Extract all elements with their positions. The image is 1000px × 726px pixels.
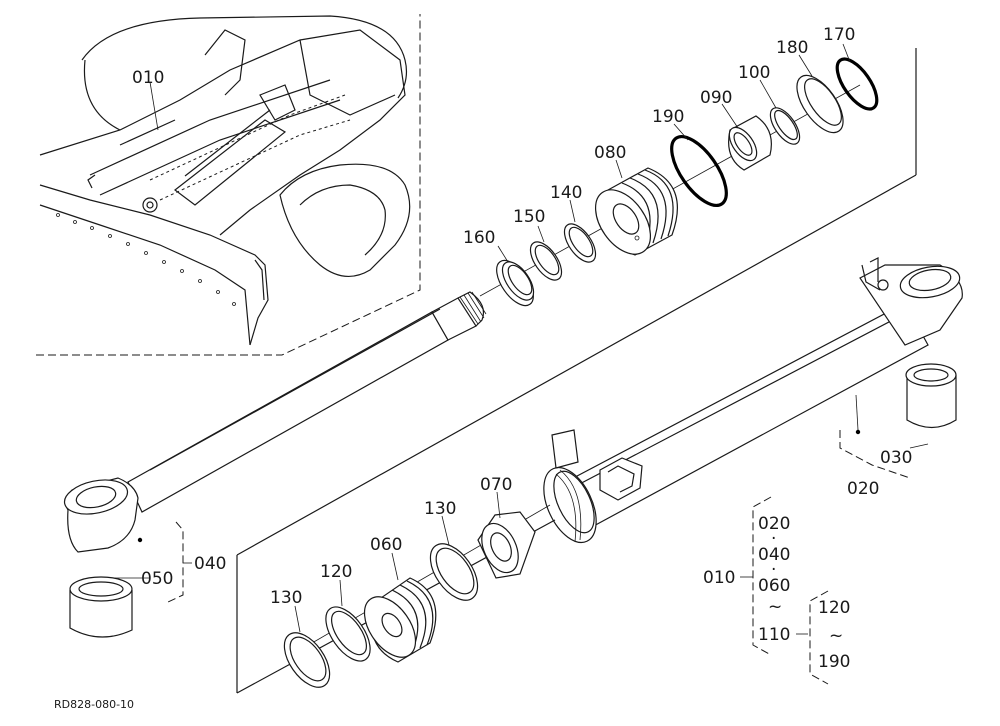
callout-120: 120 xyxy=(320,562,352,582)
assembly-key-parent: 010 xyxy=(703,568,735,588)
machine-inset xyxy=(36,14,421,356)
part-170-o-ring xyxy=(835,57,879,111)
assembly-key-sub-range: ~ xyxy=(829,626,843,646)
callout-060: 060 xyxy=(370,535,402,555)
callout-140: 140 xyxy=(550,183,582,203)
part-120-ring xyxy=(325,606,371,662)
part-090-bushing xyxy=(728,115,772,171)
part-100-ring xyxy=(769,107,801,145)
upper-frame-diagonal xyxy=(236,174,917,556)
callout-100: 100 xyxy=(738,63,770,83)
callout-180: 180 xyxy=(776,38,808,58)
assembly-key-member-3: 060 xyxy=(758,576,790,596)
part-080-cylinder-head xyxy=(594,167,678,256)
part-160-wiper xyxy=(496,259,535,307)
assembly-key-sub-2: 190 xyxy=(818,652,850,672)
inset-border xyxy=(36,14,421,356)
callout-160: 160 xyxy=(463,228,495,248)
callout-070: 070 xyxy=(480,475,512,495)
callout-050: 050 xyxy=(141,569,173,589)
part-030-bushing xyxy=(905,363,957,429)
assembly-key-member-2: 040 xyxy=(758,545,790,565)
blade-holes xyxy=(56,213,236,306)
assembly-key-member-1: 020 xyxy=(758,514,790,534)
callout-150: 150 xyxy=(513,207,545,227)
part-130-ring-lower xyxy=(283,632,331,688)
assembly-key-sub-1: 120 xyxy=(818,598,850,618)
callout-170: 170 xyxy=(823,25,855,45)
assembly-key-member-4: 110 xyxy=(758,625,790,645)
callout-030: 030 xyxy=(880,448,912,468)
part-040-piston-rod xyxy=(63,291,487,603)
part-190-o-ring xyxy=(670,135,728,207)
inset-leader xyxy=(149,81,159,131)
assembly-key: 010 020 · 040 · 060 ~ 110 120 ~ 190 xyxy=(703,496,850,685)
assembly-key-range: ~ xyxy=(768,597,782,617)
part-050-bushing xyxy=(69,576,133,638)
part-180-ring xyxy=(796,74,844,134)
part-140-ring xyxy=(563,223,597,263)
assembly-key-sep-1: · xyxy=(771,529,776,549)
callout-080: 080 xyxy=(594,143,626,163)
part-150-ring xyxy=(529,241,563,281)
part-060-piston xyxy=(363,577,437,663)
drawing-code: RD828-080-10 xyxy=(54,698,134,711)
leader-lines xyxy=(113,43,929,633)
callout-190: 190 xyxy=(652,107,684,127)
part-020-cylinder-tube xyxy=(543,257,963,544)
callout-090: 090 xyxy=(700,88,732,108)
callout-130-upper: 130 xyxy=(424,499,456,519)
callout-040: 040 xyxy=(194,554,226,574)
part-130-ring-upper xyxy=(429,543,479,601)
callout-010-inset: 010 xyxy=(132,68,164,88)
callout-130-lower: 130 xyxy=(270,588,302,608)
part-070-nut xyxy=(477,511,536,579)
callout-020: 020 xyxy=(847,479,879,499)
assembly-key-sep-2: · xyxy=(771,560,776,580)
callout-labels: 010 170 180 100 090 190 080 140 150 160 … xyxy=(132,25,912,608)
